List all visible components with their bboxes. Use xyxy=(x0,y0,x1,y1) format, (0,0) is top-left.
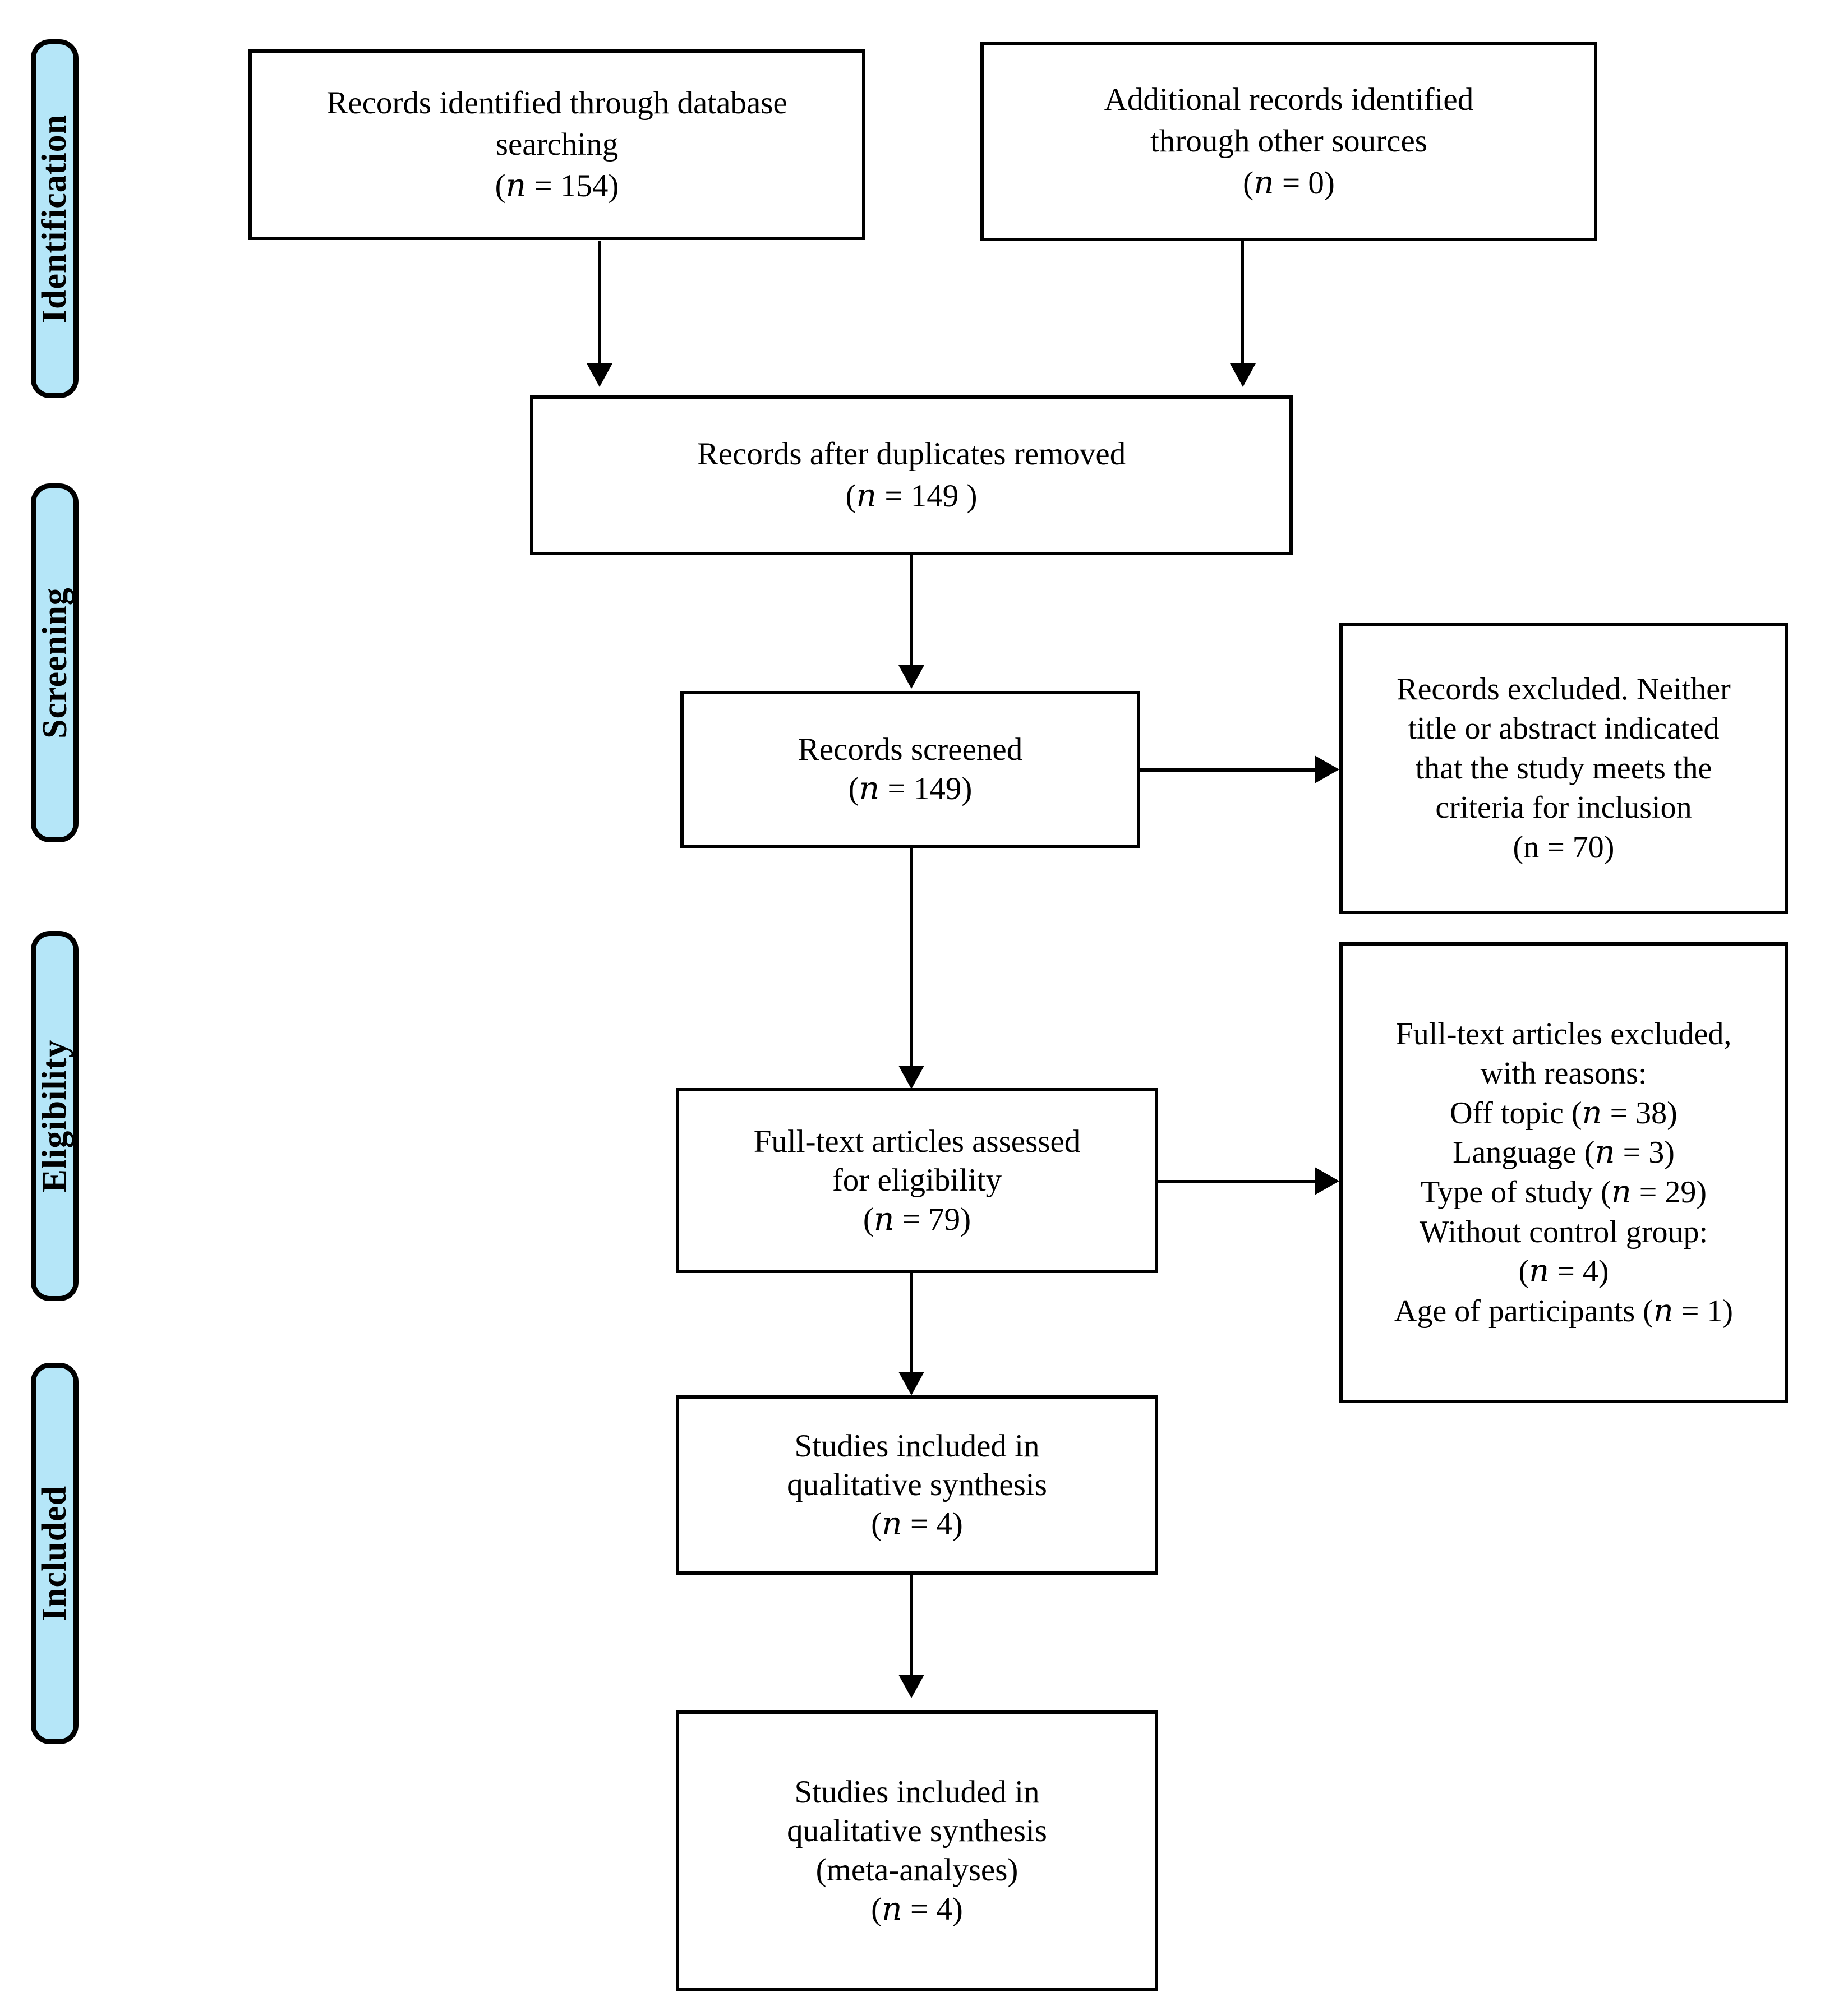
arrow-line-fulltext-to-excluded xyxy=(1158,1180,1317,1183)
node-text-duplicates-removed: Records after duplicates removed (𝑛 = 14… xyxy=(697,436,1126,514)
node-text-meta-analyses: Studies included in qualitative synthesi… xyxy=(787,1774,1047,1927)
arrow-line-fulltext-to-qualitative xyxy=(910,1273,913,1385)
arrow-line-screened-to-fulltext xyxy=(910,848,913,1068)
stage-bar-identification: Identification xyxy=(31,39,79,398)
arrow-line-screened-to-excluded xyxy=(1140,768,1317,772)
node-text-fulltext-excluded: Full-text articles excluded, with reason… xyxy=(1394,1016,1734,1329)
arrow-head-other-to-duplicates xyxy=(1230,363,1256,387)
arrow-line-qualitative-to-meta xyxy=(910,1575,913,1687)
node-records-excluded: Records excluded. Neither title or abstr… xyxy=(1339,623,1788,914)
node-text-qualitative-synthesis: Studies included in qualitative synthesi… xyxy=(787,1428,1047,1542)
stage-label-identification: Identification xyxy=(35,114,74,324)
arrow-line-db-to-duplicates xyxy=(598,241,601,366)
node-text-records-excluded: Records excluded. Neither title or abstr… xyxy=(1397,671,1731,865)
arrow-head-fulltext-to-excluded xyxy=(1315,1167,1339,1195)
node-studies-included-meta-analyses: Studies included in qualitative synthesi… xyxy=(676,1710,1158,1991)
stage-label-eligibility: Eligibility xyxy=(35,1039,74,1193)
node-text-fulltext-assessed: Full-text articles assessed for eligibil… xyxy=(753,1123,1081,1237)
arrow-head-screened-to-fulltext xyxy=(898,1066,924,1089)
arrow-head-qualitative-to-meta xyxy=(898,1675,924,1698)
node-text-other-sources: Additional records identified through ot… xyxy=(1104,82,1474,201)
node-records-screened: Records screened (𝑛 = 149) xyxy=(680,691,1140,848)
stage-label-screening: Screening xyxy=(35,587,74,739)
node-records-after-duplicates-removed: Records after duplicates removed (𝑛 = 14… xyxy=(530,395,1293,555)
stage-bar-eligibility: Eligibility xyxy=(31,931,79,1301)
node-fulltext-articles-excluded: Full-text articles excluded, with reason… xyxy=(1339,942,1788,1403)
stage-label-included: Included xyxy=(35,1485,74,1622)
arrow-line-other-to-duplicates xyxy=(1241,241,1244,366)
arrow-head-fulltext-to-qualitative xyxy=(898,1372,924,1395)
node-studies-included-qualitative-synthesis: Studies included in qualitative synthesi… xyxy=(676,1395,1158,1575)
node-records-identified-database: Records identified through database sear… xyxy=(248,49,865,240)
node-text-records-screened: Records screened (𝑛 = 149) xyxy=(798,732,1023,806)
stage-bar-included: Included xyxy=(31,1363,79,1744)
stage-bar-screening: Screening xyxy=(31,483,79,842)
arrow-line-duplicates-to-screened xyxy=(910,555,913,667)
arrow-head-duplicates-to-screened xyxy=(898,665,924,689)
node-additional-records-other-sources: Additional records identified through ot… xyxy=(980,42,1597,241)
arrow-head-screened-to-excluded xyxy=(1315,755,1339,783)
node-text-db-search: Records identified through database sear… xyxy=(326,85,787,204)
arrow-head-db-to-duplicates xyxy=(587,363,612,387)
node-fulltext-articles-assessed: Full-text articles assessed for eligibil… xyxy=(676,1088,1158,1273)
